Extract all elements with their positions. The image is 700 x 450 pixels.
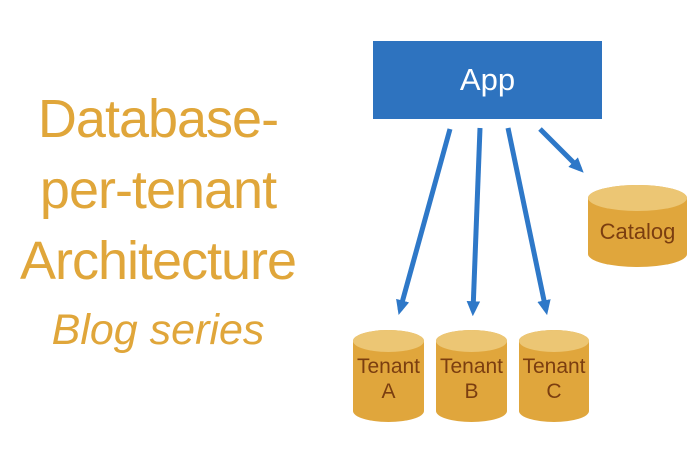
title-line-1: Database- [37,89,279,149]
catalog-cylinder [588,185,687,267]
title-line-3: Architecture [19,231,297,291]
tenant-c-label-id: C [546,380,562,403]
app-node: App [373,41,602,119]
tenant-a-label-id: A [381,380,396,403]
tenant-b-cylinder-body [436,330,507,422]
arrow-app-to-tenant-c [505,127,551,316]
arrow-app-to-catalog [538,127,584,173]
tenant-c-label-name: Tenant [522,355,586,378]
arrow-app-to-tenant-a [396,128,453,316]
arrow-app-to-tenant-b [466,127,483,317]
title-block: Database- per-tenant Architecture Blog s… [0,84,316,363]
tenant-a-label-name: Tenant [356,355,421,378]
tenant-a-cylinder-body [353,330,424,422]
tenant-c-cylinder [519,330,589,422]
tenant-b-cylinder [436,330,507,422]
tenant-b-label-id: B [464,380,479,403]
catalog-label: Catalog [599,219,676,244]
tenant-b-label-name: Tenant [439,355,504,378]
tenant-c-cylinder-body [519,330,589,422]
tenant-b-label: Tenant B [436,354,507,404]
tenant-c-cylinder-top [519,330,589,352]
tenant-a-label: Tenant A [353,354,424,404]
tenant-a-cylinder [353,330,424,422]
title-line-2: per-tenant [39,160,277,220]
tenant-a-cylinder-top [353,330,424,352]
tenant-b-cylinder-top [436,330,507,352]
title-subtitle: Blog series [51,306,265,354]
tenant-c-label: Tenant C [519,354,589,404]
app-node-label: App [459,62,516,97]
catalog-cylinder-top [588,185,687,211]
